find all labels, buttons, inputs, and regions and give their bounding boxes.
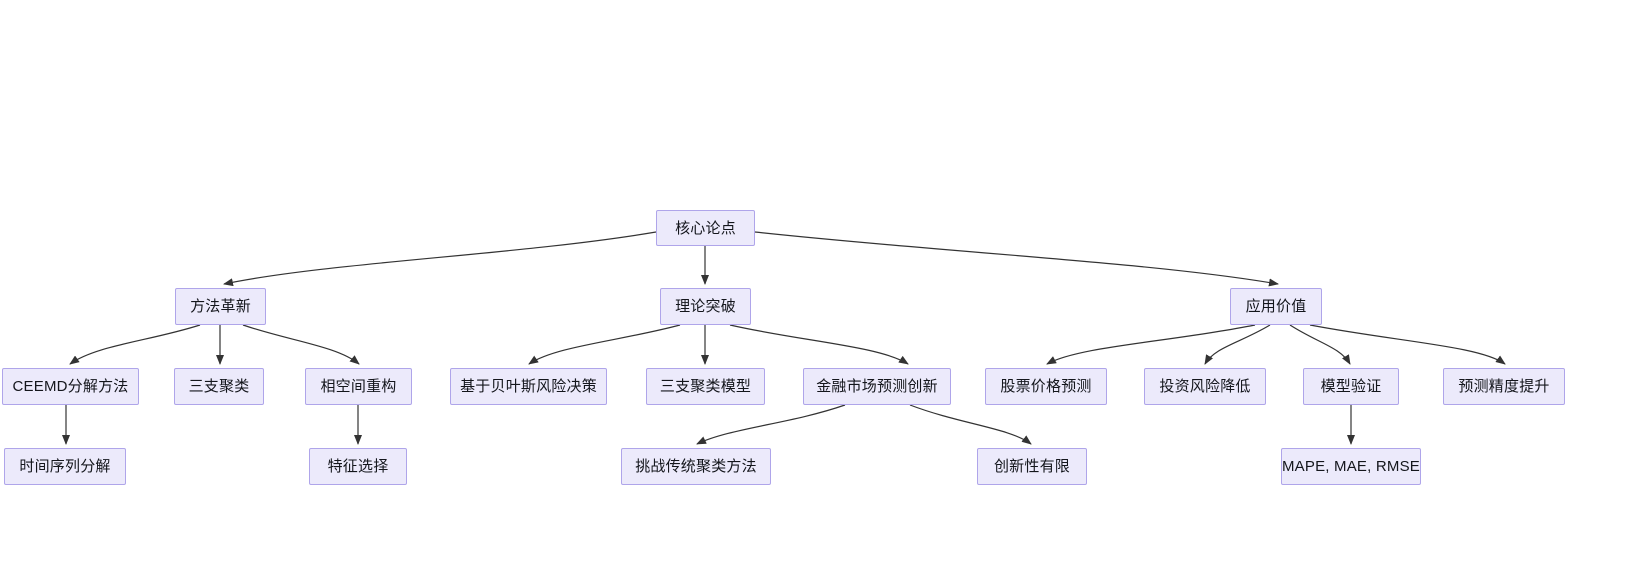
edge-theory-to-finance	[729, 324, 909, 365]
edge-method-to-phase	[242, 324, 360, 365]
node-label-validate: 模型验证	[1320, 378, 1382, 395]
edge-theory-to-bayes	[528, 324, 681, 365]
node-label-finance: 金融市场预测创新	[816, 378, 938, 395]
node-root[interactable]: 核心论点	[656, 210, 755, 246]
node-bayes[interactable]: 基于贝叶斯风险决策	[450, 368, 607, 405]
edge-application-to-accuracy	[1309, 324, 1506, 365]
node-limited[interactable]: 创新性有限	[977, 448, 1087, 485]
edge-application-to-validate	[1289, 324, 1351, 365]
node-label-challenge: 挑战传统聚类方法	[635, 458, 757, 475]
node-ceemd[interactable]: CEEMD分解方法	[2, 368, 139, 405]
node-label-feature: 特征选择	[327, 458, 389, 475]
node-label-bayes: 基于贝叶斯风险决策	[460, 378, 597, 395]
node-stock[interactable]: 股票价格预测	[985, 368, 1107, 405]
node-label-tsdecomp: 时间序列分解	[19, 458, 111, 475]
node-label-phase: 相空间重构	[320, 378, 397, 395]
edge-root-to-method	[223, 231, 657, 287]
node-feature[interactable]: 特征选择	[309, 448, 407, 485]
edge-method-to-ceemd	[69, 324, 201, 365]
node-label-theory: 理论突破	[675, 298, 736, 315]
node-label-accuracy: 预测精度提升	[1458, 378, 1550, 395]
node-label-method: 方法革新	[190, 298, 251, 315]
node-twmodel[interactable]: 三支聚类模型	[646, 368, 765, 405]
node-label-risk: 投资风险降低	[1159, 378, 1251, 395]
node-application[interactable]: 应用价值	[1230, 288, 1322, 325]
edge-application-to-stock	[1046, 324, 1256, 365]
node-label-ceemd: CEEMD分解方法	[12, 378, 129, 395]
edge-root-to-application	[754, 231, 1279, 287]
edge-finance-to-challenge	[696, 404, 846, 445]
node-label-application: 应用价值	[1245, 298, 1307, 315]
edge-application-to-risk	[1204, 324, 1271, 365]
edge-finance-to-limited	[909, 404, 1032, 445]
node-threeway[interactable]: 三支聚类	[174, 368, 264, 405]
node-challenge[interactable]: 挑战传统聚类方法	[621, 448, 771, 485]
node-method[interactable]: 方法革新	[175, 288, 266, 325]
node-tsdecomp[interactable]: 时间序列分解	[4, 448, 126, 485]
node-label-root: 核心论点	[675, 219, 736, 237]
node-finance[interactable]: 金融市场预测创新	[803, 368, 951, 405]
node-label-limited: 创新性有限	[993, 458, 1070, 475]
node-validate[interactable]: 模型验证	[1303, 368, 1399, 405]
node-label-metrics: MAPE, MAE, RMSE	[1281, 458, 1421, 475]
node-metrics[interactable]: MAPE, MAE, RMSE	[1281, 448, 1421, 485]
node-theory[interactable]: 理论突破	[660, 288, 751, 325]
node-phase[interactable]: 相空间重构	[305, 368, 412, 405]
node-risk[interactable]: 投资风险降低	[1144, 368, 1266, 405]
edge-paths	[62, 231, 1506, 445]
node-label-twmodel: 三支聚类模型	[659, 378, 752, 395]
node-label-stock: 股票价格预测	[1000, 378, 1092, 395]
node-accuracy[interactable]: 预测精度提升	[1443, 368, 1565, 405]
node-label-threeway: 三支聚类	[188, 378, 250, 395]
